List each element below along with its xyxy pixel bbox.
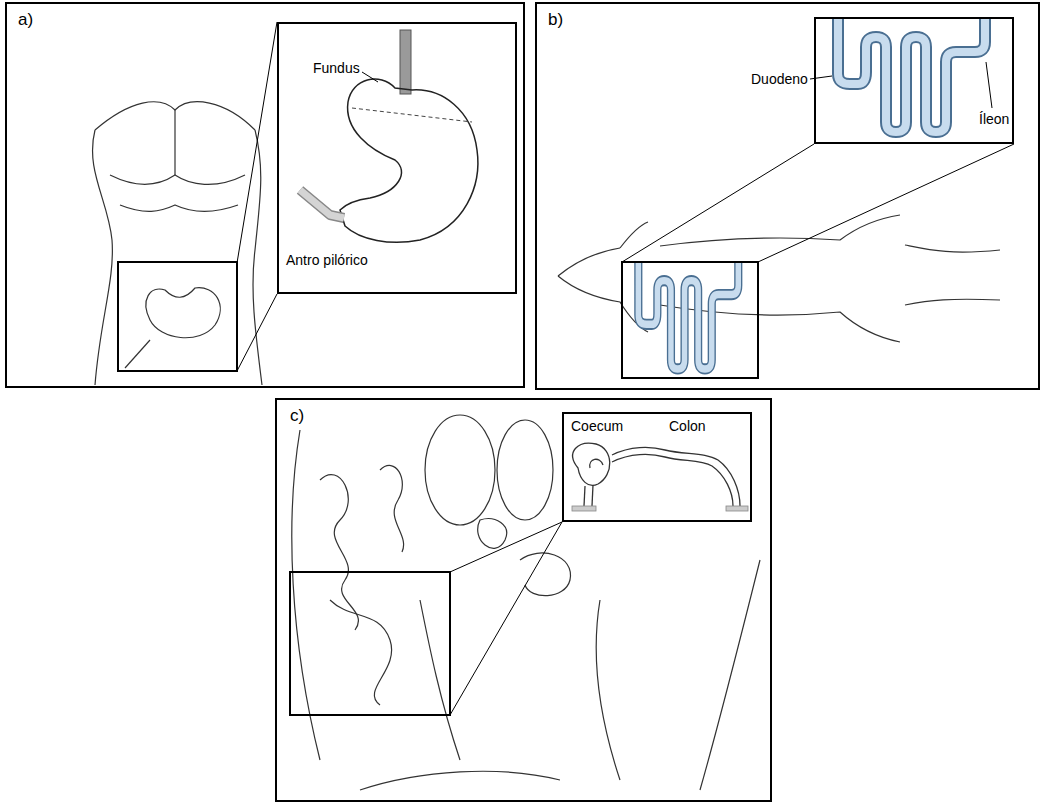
anatomy-label: Fundus (312, 60, 361, 76)
panel-letter: b) (547, 10, 564, 30)
panel-letter: c) (289, 406, 305, 426)
panel-letter: a) (17, 10, 34, 30)
anatomy-label: Antro pilórico (285, 252, 369, 268)
anatomy-label: Coecum (570, 418, 624, 434)
anatomy-label: Íleon (978, 111, 1010, 127)
anatomy-label: Duodeno (750, 71, 809, 87)
zoom-inset: FundusAntro pilórico (277, 22, 517, 294)
figure-panel: c) Coecum Colon (275, 398, 772, 802)
anatomy-label: Colon (668, 418, 707, 434)
figure-panel: b)DuodenoÍleon (535, 2, 1040, 390)
figure-panel: a) FundusAntro pilórico (5, 2, 525, 388)
zoom-inset: DuodenoÍleon (814, 17, 1014, 144)
zoom-inset: Coecum Colon (562, 412, 752, 522)
